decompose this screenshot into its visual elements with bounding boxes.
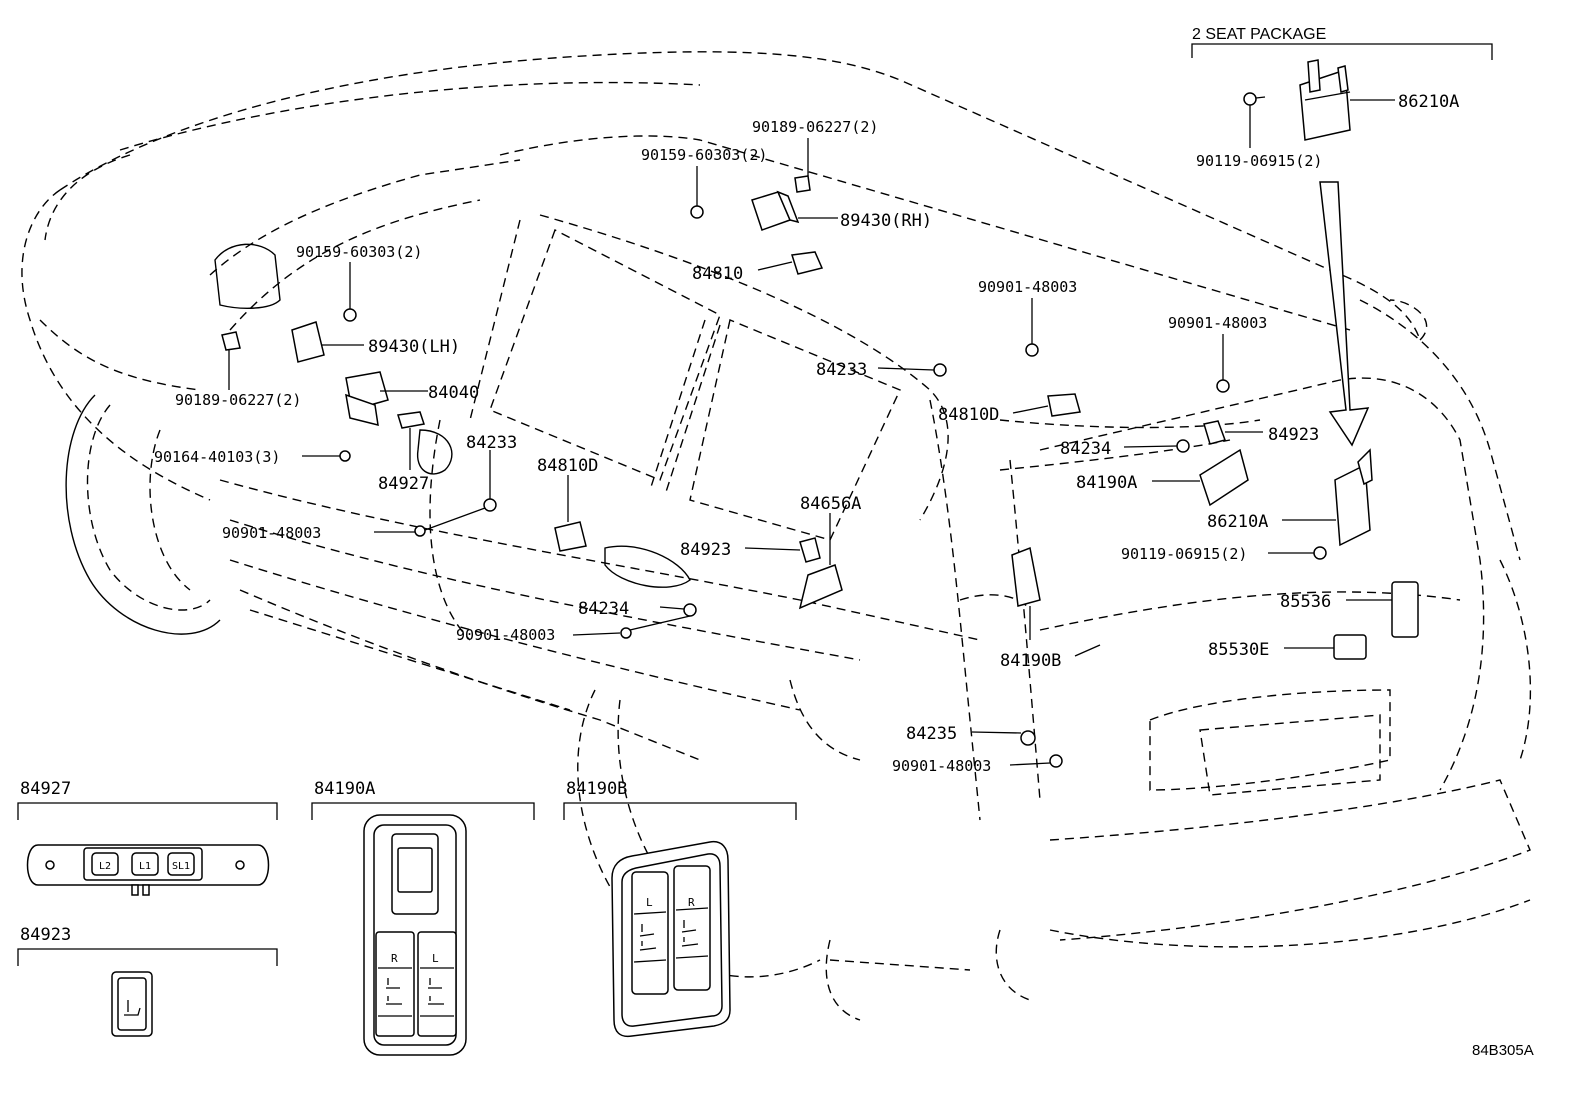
- callout-84810d-right: 84810D: [938, 405, 999, 425]
- screw-icon: [620, 627, 632, 639]
- callout-84234-right: 84234: [1060, 439, 1111, 459]
- inset-84190a-title: 84190A: [314, 779, 375, 799]
- callout-84810d-mid: 84810D: [537, 456, 598, 476]
- callout-84923-mid: 84923: [680, 540, 731, 560]
- bracket-icon: [1357, 448, 1373, 486]
- switch-label-l-b: L: [646, 896, 653, 909]
- callout-90164: 90164-40103(3): [154, 448, 280, 466]
- bezel-84656a-icon: [798, 564, 843, 610]
- screw-icon: [339, 450, 351, 462]
- callout-90189-left: 90189-06227(2): [175, 391, 301, 409]
- callout-90159-left: 90159-60303(2): [296, 243, 422, 261]
- callout-90901-b: 90901-48003: [1168, 314, 1267, 332]
- callout-84656a: 84656A: [800, 494, 861, 514]
- seat-icon: [124, 1000, 141, 1016]
- switch-84810d-right-icon: [1047, 393, 1081, 417]
- callout-labels: 2 SEAT PACKAGE 86210A 90119-06915(2) 901…: [154, 26, 1459, 775]
- clip-84233-icon: [483, 498, 497, 512]
- callout-84810: 84810: [692, 264, 743, 284]
- inset-84927: 84927 L2 L1 SL1: [17, 779, 278, 896]
- switch-bezel-84190b-icon: [1011, 546, 1041, 607]
- callout-84234-mid: 84234: [578, 599, 629, 619]
- callout-85536: 85536: [1280, 592, 1331, 612]
- callout-90119-mid: 90119-06915(2): [1121, 545, 1247, 563]
- door-handle-icon: [416, 429, 453, 475]
- clip-84234-icon: [683, 603, 697, 617]
- callout-84927: 84927: [378, 474, 429, 494]
- seat-icon: [639, 924, 655, 937]
- inset-84923-title: 84923: [20, 925, 71, 945]
- seat-icon: [428, 996, 444, 1005]
- vehicle-outline: [21, 51, 1532, 1021]
- seat-icon: [681, 920, 697, 933]
- switch-label-l1: L1: [139, 861, 151, 872]
- seat-icon: [639, 941, 657, 951]
- ecu-86210a-icon: [1334, 463, 1371, 547]
- seat-icon: [386, 978, 400, 989]
- callout-90901-mid: 90901-48003: [456, 626, 555, 644]
- switch-label-r-b: R: [688, 896, 695, 909]
- screw-icon: [1049, 754, 1063, 768]
- sensor-89430-rh-icon: [690, 175, 811, 231]
- seat-package-title: 2 SEAT PACKAGE: [1192, 26, 1326, 43]
- callout-86210a-top: 86210A: [1398, 92, 1459, 112]
- inset-84190a: 84190A R L: [311, 779, 535, 1056]
- seat-icon: [386, 996, 402, 1005]
- clip-84234-icon: [1176, 439, 1190, 453]
- inset-84927-title: 84927: [20, 779, 71, 799]
- callout-90189-top: 90189-06227(2): [752, 118, 878, 136]
- screw-icon: [1313, 546, 1327, 560]
- bracket-84040-icon: [345, 393, 379, 427]
- parts: [221, 59, 1419, 768]
- callout-84040: 84040: [428, 383, 479, 403]
- screw-icon: [343, 308, 357, 322]
- switch-84923-icon: [1203, 420, 1226, 445]
- screw-icon: [1025, 343, 1039, 357]
- leader-lines: [228, 43, 1493, 766]
- callout-89430-lh: 89430(LH): [368, 337, 460, 357]
- switch-label-l2: L2: [99, 861, 111, 872]
- clip-84235-icon: [1020, 730, 1036, 746]
- switch-84927-icon: [397, 411, 425, 429]
- callout-90119-top: 90119-06915(2): [1196, 152, 1322, 170]
- switch-84810-icon: [791, 251, 824, 275]
- screw-icon: [1243, 92, 1266, 106]
- callout-84235: 84235: [906, 724, 957, 744]
- callout-84923-right: 84923: [1268, 425, 1319, 445]
- clip-icon: [221, 331, 241, 351]
- figure-code: 84B305A: [1472, 1042, 1534, 1059]
- inset-84923: 84923: [17, 925, 278, 1037]
- switch-bezel-84190a-icon: [1199, 448, 1249, 507]
- callout-84190b: 84190B: [1000, 651, 1061, 671]
- arrow-icon: [1319, 181, 1370, 447]
- switch-84923-icon: [799, 537, 821, 563]
- screw-icon: [1216, 379, 1230, 393]
- callout-90159-top: 90159-60303(2): [641, 146, 767, 164]
- callout-89430-rh: 89430(RH): [840, 211, 932, 231]
- callout-84233-b: 84233: [466, 433, 517, 453]
- sensor-89430-lh-icon: [291, 321, 325, 363]
- inset-84190b: 84190B L R: [563, 779, 797, 1038]
- switch-85530e-icon: [1333, 634, 1367, 660]
- screw-icon: [414, 525, 426, 537]
- switch-84810d-icon: [554, 521, 587, 552]
- switch-label-sl: SL1: [172, 861, 190, 872]
- seat-icon: [681, 937, 699, 947]
- switch-label-r: R: [391, 952, 398, 965]
- callout-90901-bottom: 90901-48003: [892, 757, 991, 775]
- ecu-86210a-top-icon: [1299, 59, 1351, 141]
- seat-icon: [428, 978, 442, 989]
- callout-86210a-mid: 86210A: [1207, 512, 1268, 532]
- callout-84233-a: 84233: [816, 360, 867, 380]
- callout-85530e: 85530E: [1208, 640, 1269, 660]
- inset-84190b-title: 84190B: [566, 779, 627, 799]
- switch-label-l: L: [432, 952, 439, 965]
- panel-85536-icon: [1391, 581, 1419, 638]
- callout-90901-left: 90901-48003: [222, 524, 321, 542]
- callout-90901-a: 90901-48003: [978, 278, 1077, 296]
- callout-84190a: 84190A: [1076, 473, 1137, 493]
- door-handle-icon: [604, 545, 691, 588]
- clip-84233-icon: [933, 363, 947, 377]
